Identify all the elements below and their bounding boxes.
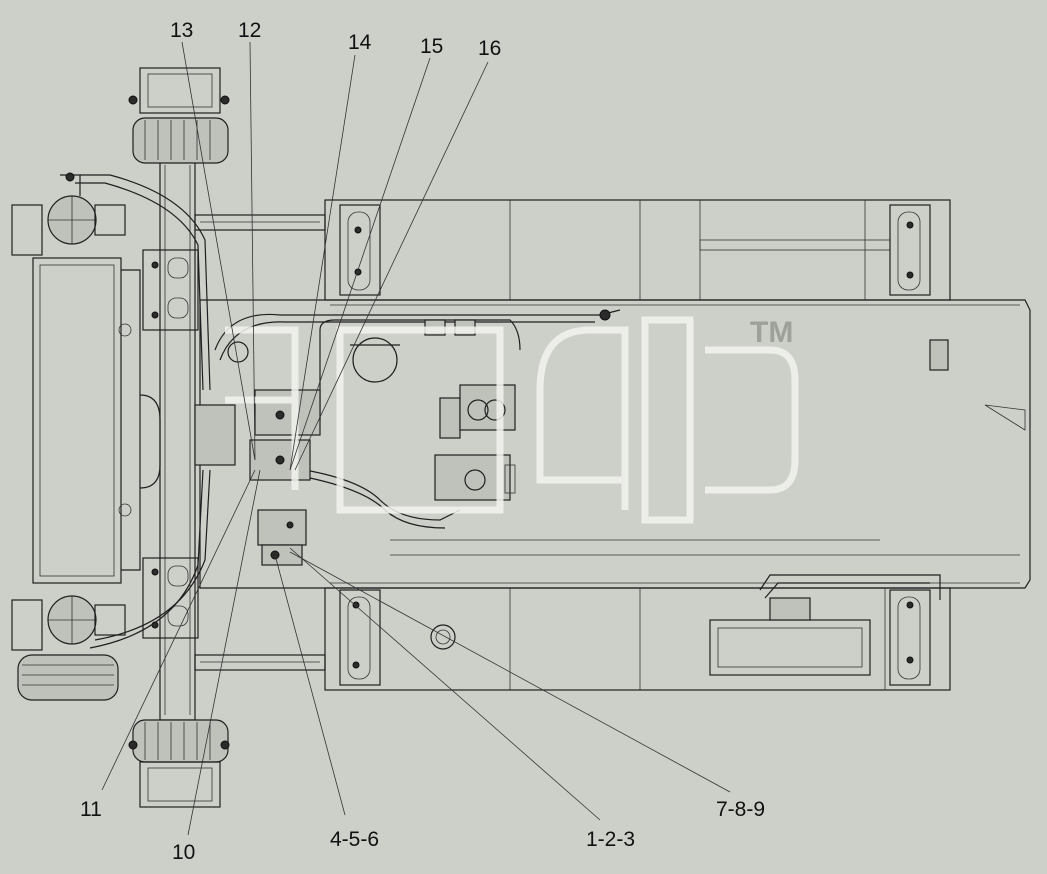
leader-lines — [101, 41, 731, 836]
callout-14: 14 — [348, 31, 372, 54]
leader-10 — [187, 469, 261, 836]
callout-13: 13 — [170, 19, 193, 42]
leader-16 — [294, 61, 489, 471]
wheel-bottom — [128, 719, 230, 808]
callout-1-2-3: 1-2-3 — [586, 828, 635, 851]
watermark-tm: TM — [750, 316, 793, 349]
leader-13 — [181, 41, 256, 461]
pump-bottom — [11, 595, 126, 701]
leader-7-8-9 — [289, 551, 731, 793]
valve-block-center — [194, 389, 321, 566]
main-frame — [199, 199, 1031, 691]
battery-unit — [709, 597, 871, 676]
leader-14 — [289, 54, 356, 471]
wheel-top — [128, 67, 230, 164]
callout-labels: 13 12 14 15 16 11 10 4-5-6 1-2-3 7-8-9 — [80, 19, 765, 864]
hydraulic-lines — [75, 174, 941, 649]
leader-11 — [101, 469, 256, 791]
callout-7-8-9: 7-8-9 — [716, 798, 765, 821]
engine-block — [32, 257, 161, 584]
leader-12 — [249, 41, 256, 461]
callout-11: 11 — [80, 798, 102, 821]
tanks — [227, 337, 456, 650]
callout-16: 16 — [478, 37, 501, 60]
watermark-logo: TM — [225, 316, 799, 524]
leader-15 — [289, 57, 431, 471]
callout-10: 10 — [172, 841, 195, 864]
pump-top — [11, 172, 126, 256]
leader-4-5-6 — [274, 554, 346, 816]
callout-12: 12 — [238, 19, 261, 42]
leader-1-2-3 — [289, 547, 601, 821]
callout-4-5-6: 4-5-6 — [330, 828, 379, 851]
callout-15: 15 — [420, 35, 443, 58]
